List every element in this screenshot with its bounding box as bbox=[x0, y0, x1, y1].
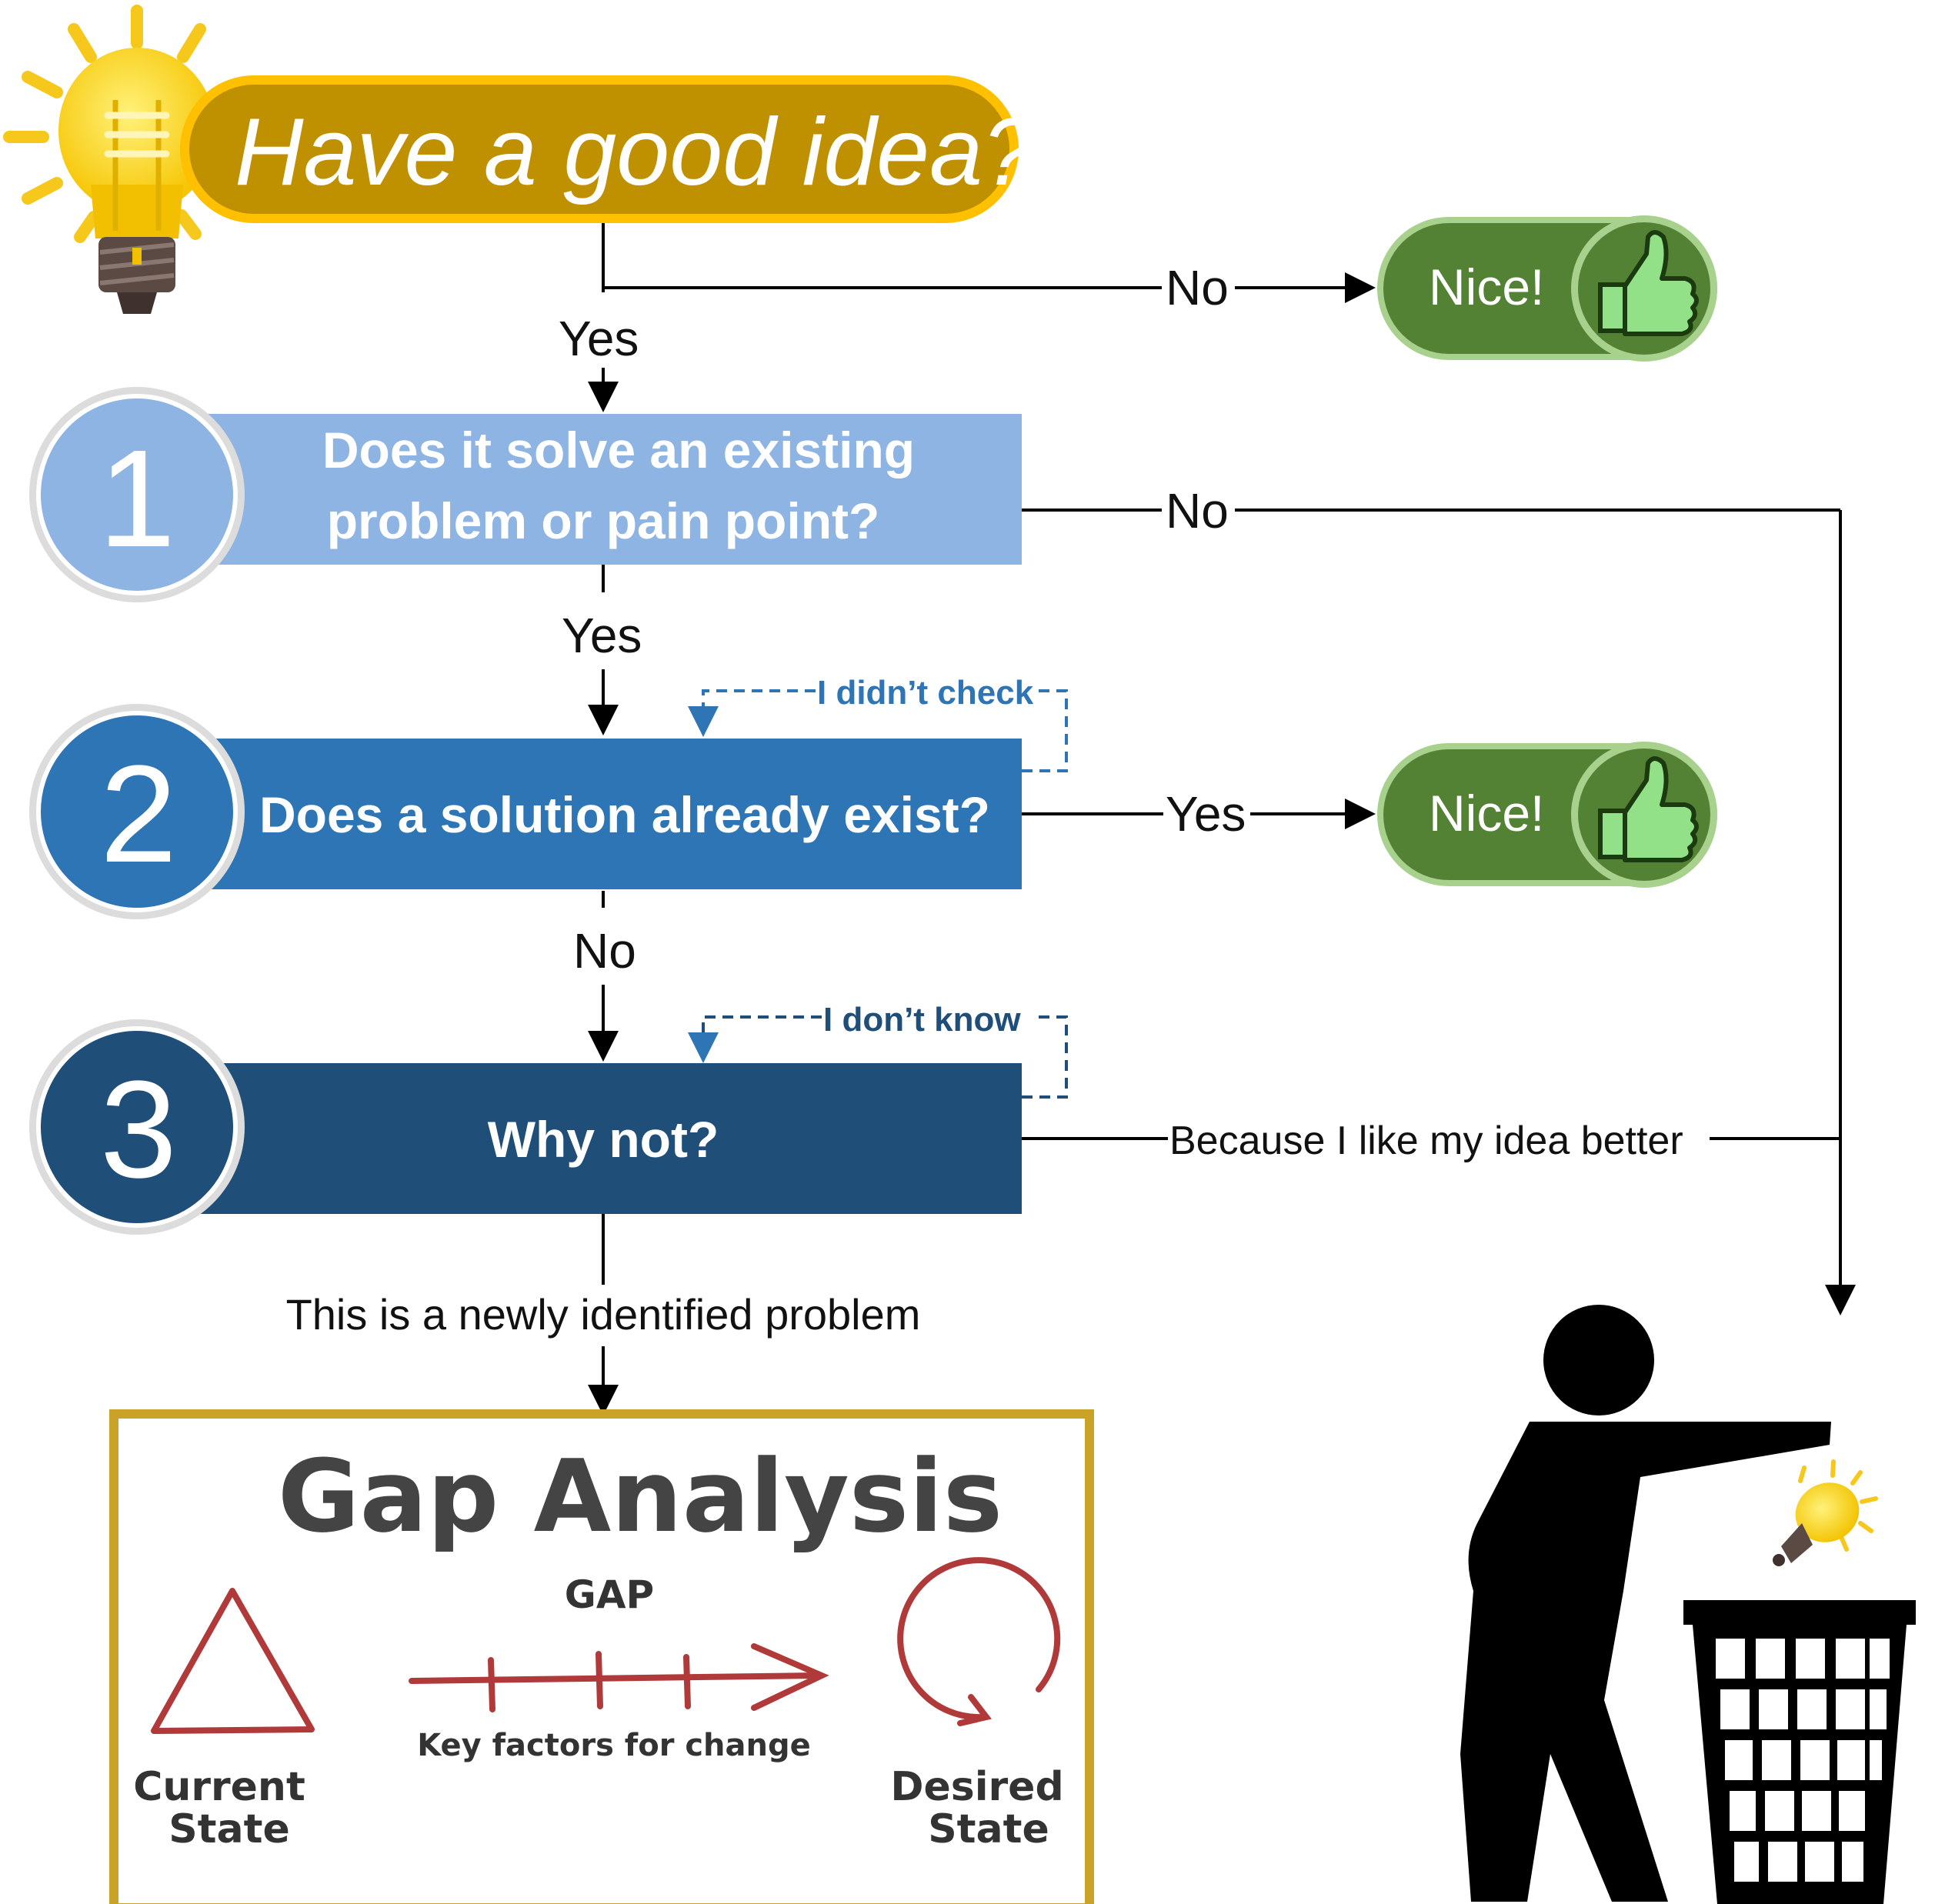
step-circle-1 bbox=[29, 387, 245, 602]
step-circle-2 bbox=[29, 704, 245, 919]
desired-state-line2: State bbox=[928, 1806, 1049, 1852]
step-circle-3 bbox=[29, 1019, 245, 1235]
key-factors-label: Key factors for change bbox=[417, 1728, 811, 1763]
edge-label-no-top: No bbox=[1166, 260, 1229, 315]
question-1-line1: Does it solve an existing bbox=[322, 422, 915, 479]
edge-label-yes-top: Yes bbox=[559, 311, 639, 366]
nice-badge-solution bbox=[1377, 742, 1717, 888]
desired-state-line1: Desired bbox=[890, 1764, 1063, 1810]
thumbs-up-icon bbox=[1598, 756, 1699, 862]
edge-label-dont-know: I don’t know bbox=[823, 1001, 1021, 1039]
nice-badge-top bbox=[1377, 215, 1717, 362]
nice-label-top: Nice! bbox=[1429, 258, 1544, 315]
edge-label-no-q2: No bbox=[573, 923, 636, 979]
title-pill bbox=[180, 75, 1019, 223]
gap-label: GAP bbox=[565, 1572, 654, 1617]
triangle-current-state bbox=[151, 1588, 315, 1734]
thumbs-up-icon bbox=[1598, 230, 1699, 336]
current-state-line2: State bbox=[168, 1806, 290, 1852]
step-number-3: 3 bbox=[100, 1052, 177, 1207]
step-number-2: 2 bbox=[100, 737, 177, 892]
edge-label-newly: This is a newly identified problem bbox=[286, 1290, 921, 1339]
step-number-1: 1 bbox=[98, 422, 175, 576]
edge-label-yes-q1: Yes bbox=[562, 608, 642, 663]
question-1-line2: problem or pain point? bbox=[327, 492, 880, 549]
page-title: Have a good idea? bbox=[235, 99, 1036, 205]
edge-label-because: Because I like my idea better bbox=[1169, 1119, 1683, 1163]
dashed-loop-didnt-check bbox=[688, 689, 1068, 772]
trash-figure-icon bbox=[1460, 1305, 1916, 1904]
question-box-3 bbox=[185, 1063, 1022, 1214]
edge-label-didnt-check: I didn’t check bbox=[817, 674, 1034, 712]
question-2: Does a solution already exist? bbox=[259, 786, 990, 843]
connector-lines bbox=[588, 223, 1856, 1415]
circle-desired-state bbox=[897, 1557, 1061, 1726]
edge-label-yes-q2: Yes bbox=[1166, 786, 1246, 842]
lightbulb-icon bbox=[3, 5, 215, 314]
gap-analysis-title: Gap Analysis bbox=[278, 1438, 1003, 1555]
edge-label-no-q1: No bbox=[1166, 483, 1229, 539]
question-3: Why not? bbox=[488, 1111, 719, 1168]
nice-label-solution: Nice! bbox=[1429, 785, 1544, 842]
question-box-2 bbox=[185, 739, 1022, 889]
question-box-1 bbox=[185, 414, 1022, 565]
lightbulb-icon bbox=[1773, 1459, 1878, 1566]
gap-arrow bbox=[409, 1643, 829, 1712]
current-state-line1: Current bbox=[133, 1764, 305, 1810]
dashed-loop-dont-know bbox=[688, 1015, 1068, 1099]
